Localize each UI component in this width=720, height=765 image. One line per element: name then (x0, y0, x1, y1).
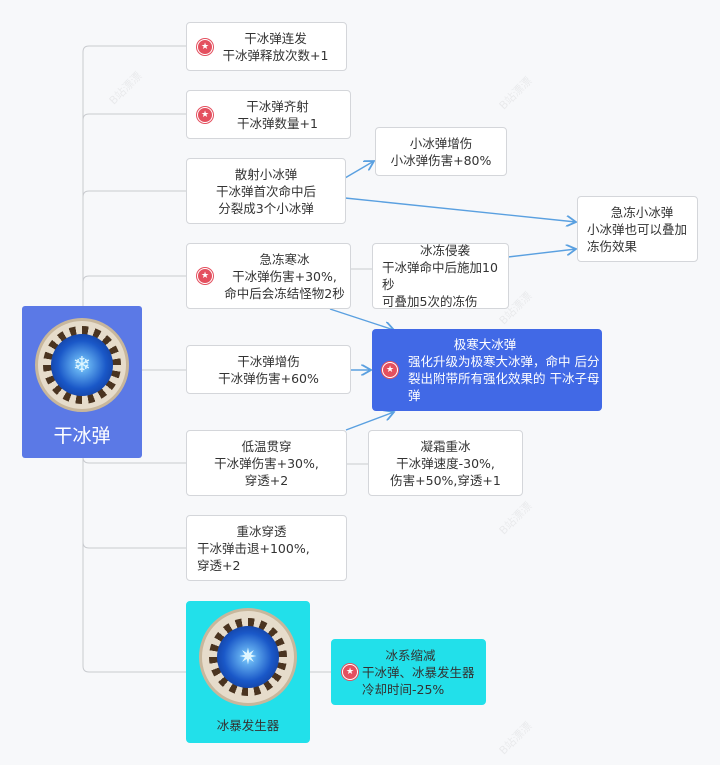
star-icon: ★ (197, 268, 213, 284)
node-desc: 干冰弹、冰暴发生器 冷却时间-25% (362, 664, 475, 697)
node-title: 干冰弹增伤 (237, 353, 300, 369)
node-desc: 干冰弹释放次数+1 (222, 47, 329, 63)
node-desc: 干冰弹伤害+30%, 穿透+2 (214, 455, 319, 488)
node-title: 小冰弹增伤 (409, 135, 473, 151)
branch-node[interactable]: ★ 干冰弹齐射干冰弹数量+1 (186, 90, 351, 139)
root-title: 干冰弹 (53, 425, 111, 447)
branch-node[interactable]: 重冰穿透干冰弹击退+100%, 穿透+2 (186, 515, 347, 581)
star-icon: ★ (342, 664, 358, 680)
node-title: 冰系缩减 (385, 647, 436, 663)
child-node-small-dmg[interactable]: 小冰弹增伤小冰弹伤害+80% (375, 127, 507, 176)
node-title: 干冰弹齐射 (246, 98, 309, 114)
generator-title: 冰暴发生器 (216, 718, 280, 733)
node-title: 散射小冰弹 (234, 166, 298, 182)
generator-node[interactable]: ✷ 冰暴发生器 (186, 601, 310, 743)
node-desc: 干冰弹击退+100%, 穿透+2 (197, 540, 310, 573)
child-node-freeze-invade[interactable]: 冰冻侵袭干冰弹命中后施加10秒 可叠加5次的冻伤 (372, 243, 509, 309)
node-desc: 干冰弹速度-30%, 伤害+50%,穿透+1 (390, 455, 501, 488)
node-title: 干冰弹连发 (244, 30, 307, 46)
child-node-quick-freeze-small[interactable]: 急冻小冰弹小冰弹也可以叠加 冻伤效果 (577, 196, 698, 262)
ice-storm-icon: ✷ (199, 608, 297, 706)
node-title: 急冻寒冰 (259, 251, 310, 267)
branch-node[interactable]: 低温贯穿干冰弹伤害+30%, 穿透+2 (186, 430, 347, 496)
child-node-frost-heavy[interactable]: 凝霜重冰干冰弹速度-30%, 伤害+50%,穿透+1 (368, 430, 523, 496)
node-title: 凝霜重冰 (420, 438, 471, 454)
node-title: 重冰穿透 (236, 523, 287, 539)
node-desc: 干冰弹伤害+30%, 命中后会冻结怪物2秒 (224, 268, 345, 301)
branch-node[interactable]: ★ 干冰弹连发干冰弹释放次数+1 (186, 22, 347, 71)
branch-node[interactable]: 散射小冰弹干冰弹首次命中后 分裂成3个小冰弹 (186, 158, 346, 224)
node-desc: 干冰弹命中后施加10秒 可叠加5次的冻伤 (382, 260, 498, 309)
node-title: 极寒大冰弹 (453, 337, 517, 352)
branch-node[interactable]: ★ 急冻寒冰干冰弹伤害+30%, 命中后会冻结怪物2秒 (186, 243, 351, 309)
node-title: 冰冻侵袭 (419, 243, 470, 258)
node-desc: 干冰弹数量+1 (237, 115, 318, 131)
branch-node[interactable]: 干冰弹增伤干冰弹伤害+60% (186, 345, 351, 394)
node-desc: 干冰弹首次命中后 分裂成3个小冰弹 (215, 183, 316, 216)
generator-child-node[interactable]: ★ 冰系缩减干冰弹、冰暴发生器 冷却时间-25% (331, 639, 486, 705)
node-title: 急冻小冰弹 (610, 204, 674, 220)
node-desc: 强化升级为极寒大冰弹，命中 后分裂出附带所有强化效果的 干冰子母弹 (408, 354, 600, 403)
ultimate-node[interactable]: ★ 极寒大冰弹强化升级为极寒大冰弹，命中 后分裂出附带所有强化效果的 干冰子母弹 (372, 329, 602, 411)
star-icon: ★ (197, 106, 213, 123)
root-skill-node[interactable]: ❄ 干冰弹 (22, 306, 142, 458)
node-title: 低温贯穿 (241, 438, 292, 454)
node-desc: 小冰弹也可以叠加 冻伤效果 (587, 221, 688, 254)
node-desc: 干冰弹伤害+60% (218, 370, 319, 386)
star-icon: ★ (382, 362, 398, 378)
node-desc: 小冰弹伤害+80% (390, 152, 492, 168)
ice-bullet-icon: ❄ (35, 318, 129, 412)
star-icon: ★ (197, 38, 213, 55)
